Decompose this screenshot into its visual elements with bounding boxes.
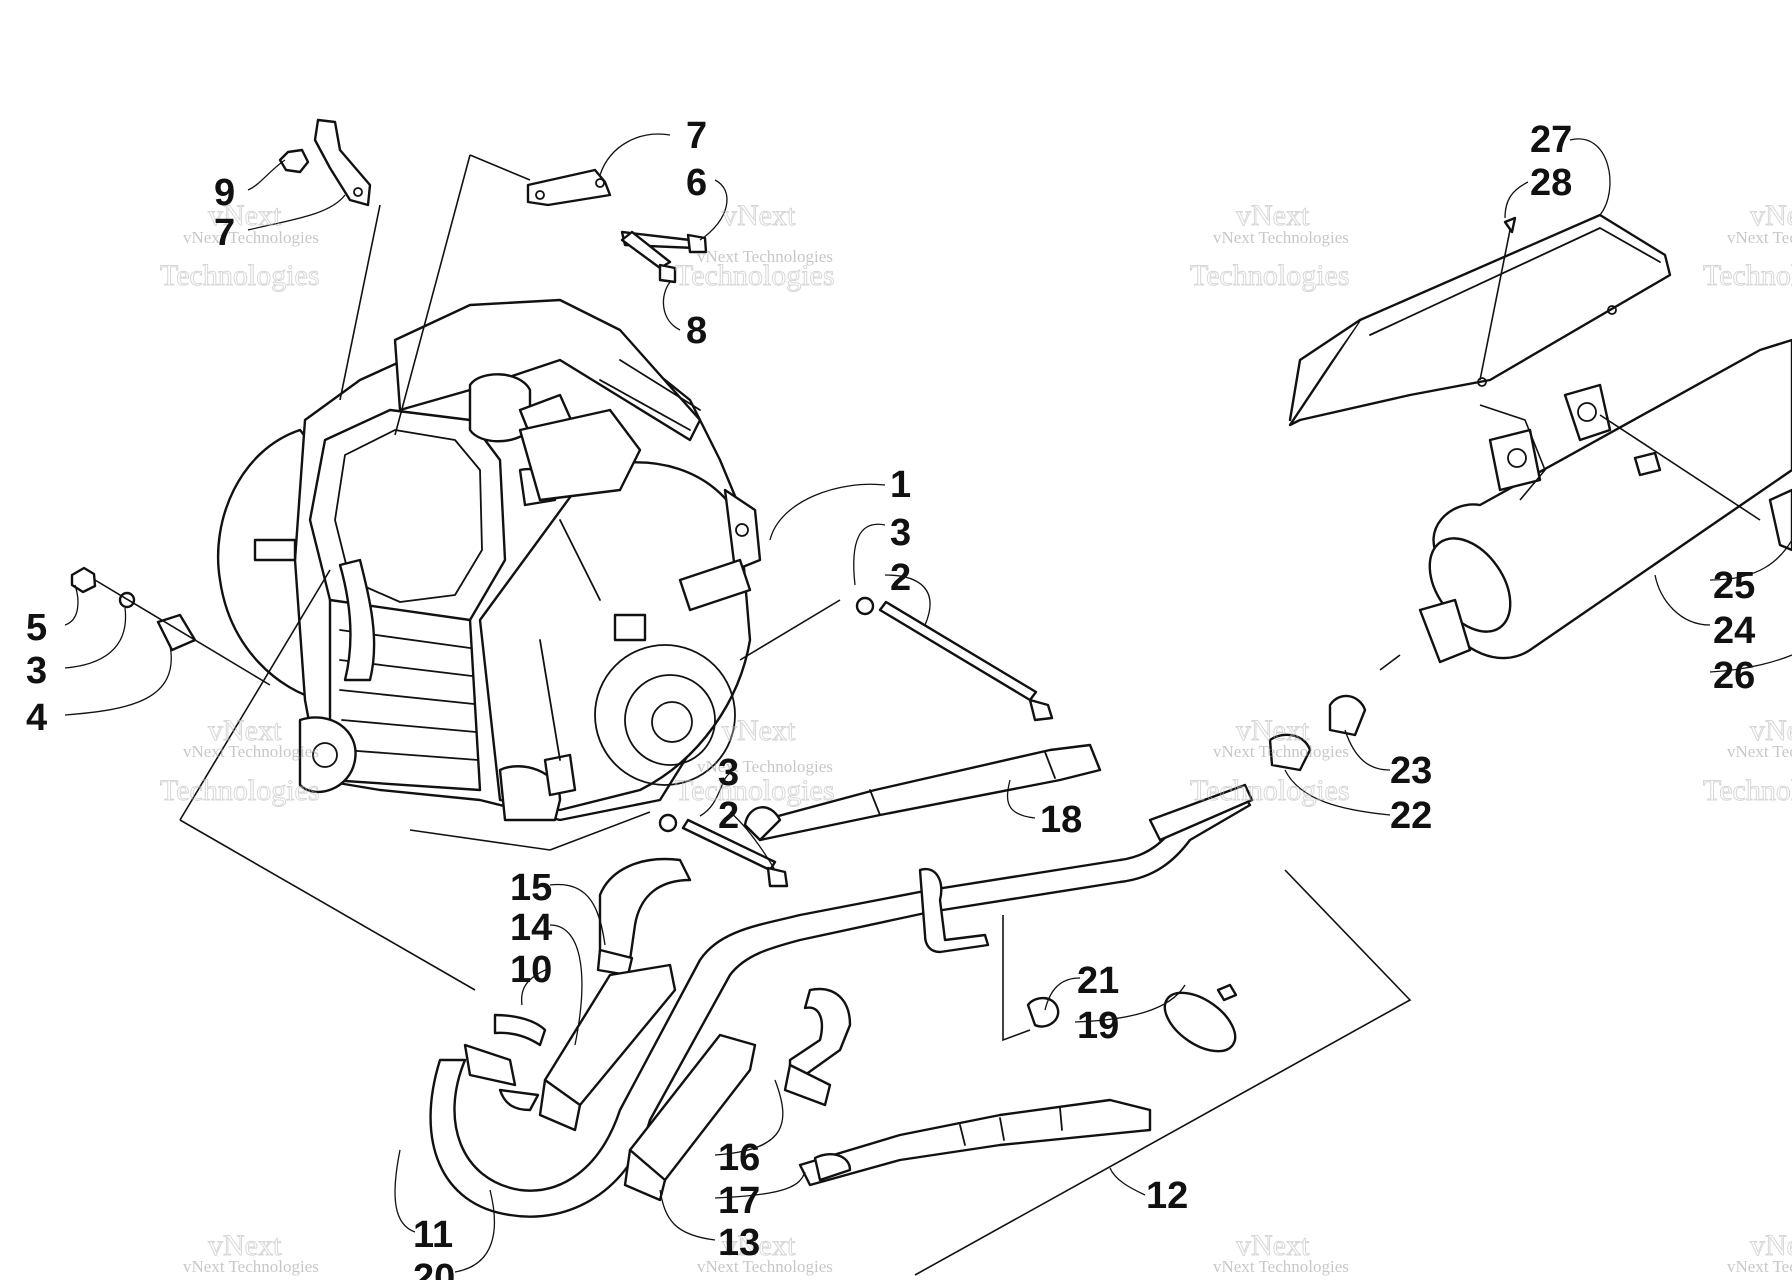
svg-text:vNext: vNext — [1750, 1229, 1792, 1262]
right-mount-bolt — [739, 596, 1054, 722]
callout-label: 4 — [26, 697, 47, 739]
svg-text:vNext: vNext — [722, 714, 796, 747]
svg-text:vNext: vNext — [1236, 714, 1310, 747]
muffler-heat-shield — [1288, 213, 1672, 427]
svg-text:vNext: vNext — [1750, 714, 1792, 747]
svg-text:vNext: vNext — [208, 199, 282, 232]
watermark-top-right: vNext vNext Technologies Technologies — [1190, 199, 1351, 293]
callout-label: 28 — [1530, 162, 1572, 204]
callout-label: 25 — [1713, 565, 1755, 607]
svg-text:vNext Technologies: vNext Technologies — [697, 247, 833, 266]
svg-text:Technologies: Technologies — [675, 259, 835, 292]
callout-label: 24 — [1713, 610, 1755, 652]
svg-text:vNext Technologies: vNext Technologies — [1213, 1257, 1349, 1276]
watermark-top-far-right: vNext vNext Technologies Technologies — [1703, 199, 1792, 293]
heat-shields — [538, 743, 1152, 1202]
watermark-bottom-far-right: vNext vNext Technologies — [1727, 1229, 1792, 1277]
svg-text:Technologies: Technologies — [1703, 259, 1792, 292]
leader-lines — [64, 133, 1792, 1273]
callout-label: 26 — [1713, 655, 1755, 697]
callout-label: 19 — [1077, 1005, 1119, 1047]
upper-bracket-hardware — [278, 118, 708, 436]
svg-text:vNext: vNext — [1236, 1229, 1310, 1262]
svg-text:Technologies: Technologies — [160, 259, 320, 292]
engine-assembly — [216, 298, 762, 822]
left-mount-hardware — [70, 566, 271, 686]
svg-text:Technologies: Technologies — [1190, 259, 1350, 292]
callout-label: 14 — [510, 907, 552, 949]
callout-label: 1 — [890, 464, 911, 506]
callout-label: 5 — [26, 607, 47, 649]
watermark-top-center: vNext vNext Technologies Technologies — [675, 199, 836, 293]
svg-text:Technologies: Technologies — [1190, 774, 1350, 807]
svg-text:vNext Technologies: vNext Technologies — [1213, 742, 1349, 761]
svg-text:vNext: vNext — [208, 1229, 282, 1262]
callout-label: 10 — [510, 949, 552, 991]
watermark-bottom-center: vNext vNext Technologies — [697, 1229, 833, 1277]
callout-label: 6 — [686, 162, 707, 204]
svg-text:vNext Technologies: vNext Technologies — [1727, 228, 1792, 247]
watermark-mid-left: vNext vNext Technologies Technologies — [160, 714, 321, 808]
callout-label: 7 — [214, 212, 235, 254]
callout-label: 11 — [413, 1214, 453, 1256]
watermark-mid-center: vNext vNext Technologies Technologies — [675, 714, 836, 808]
svg-text:vNext Technologies: vNext Technologies — [1213, 228, 1349, 247]
callout-label: 15 — [510, 867, 552, 909]
callout-label: 20 — [413, 1257, 455, 1280]
lower-mount-bolt — [179, 569, 789, 991]
callout-label: 2 — [718, 795, 739, 837]
svg-text:vNext Technologies: vNext Technologies — [697, 757, 833, 776]
svg-text:vNext Technologies: vNext Technologies — [183, 228, 319, 247]
clamp-and-grommet — [914, 869, 1412, 1276]
svg-text:vNext: vNext — [1236, 199, 1310, 232]
svg-text:vNext: vNext — [1750, 199, 1792, 232]
callout-label: 12 — [1146, 1175, 1188, 1217]
svg-text:vNext Technologies: vNext Technologies — [1727, 742, 1792, 761]
callout-label: 17 — [718, 1180, 760, 1222]
callout-label: 2 — [890, 557, 911, 599]
exhaust-header-pipe — [429, 783, 1254, 1218]
svg-text:vNext: vNext — [208, 714, 282, 747]
svg-text:vNext Technologies: vNext Technologies — [183, 1257, 319, 1276]
svg-text:Technologies: Technologies — [1703, 774, 1792, 807]
svg-text:vNext Technologies: vNext Technologies — [183, 742, 319, 761]
callout-label: 13 — [718, 1222, 760, 1264]
callout-label: 3 — [26, 650, 47, 692]
watermark-mid-right: vNext vNext Technologies Technologies — [1190, 714, 1351, 808]
callout-label: 27 — [1530, 119, 1572, 161]
callout-labels: 1 3 2 3 2 5 3 4 9 7 7 6 8 15 14 10 11 20… — [26, 115, 1755, 1280]
callout-label: 7 — [686, 115, 707, 157]
svg-text:Technologies: Technologies — [160, 774, 320, 807]
svg-text:vNext: vNext — [722, 199, 796, 232]
callout-label: 21 — [1077, 960, 1119, 1002]
callout-label: 22 — [1390, 795, 1432, 837]
svg-text:Technologies: Technologies — [675, 774, 835, 807]
callout-label: 16 — [718, 1137, 760, 1179]
callout-label: 3 — [718, 752, 739, 794]
callout-label: 3 — [890, 512, 911, 554]
svg-text:vNext: vNext — [722, 1229, 796, 1262]
callout-label: 18 — [1040, 799, 1082, 841]
callout-label: 8 — [686, 310, 707, 352]
muffler-assembly — [1268, 338, 1792, 772]
svg-text:vNext Technologies: vNext Technologies — [697, 1257, 833, 1276]
watermark-mid-far-right: vNext vNext Technologies Technologies — [1703, 714, 1792, 808]
callout-label: 23 — [1390, 750, 1432, 792]
watermark-bottom-right: vNext vNext Technologies — [1213, 1229, 1349, 1277]
watermark-top-left: vNext vNext Technologies Technologies — [160, 199, 321, 293]
svg-text:vNext Technologies: vNext Technologies — [1727, 1257, 1792, 1276]
callout-label: 9 — [214, 172, 235, 214]
watermark-bottom-left: vNext vNext Technologies — [183, 1229, 319, 1277]
